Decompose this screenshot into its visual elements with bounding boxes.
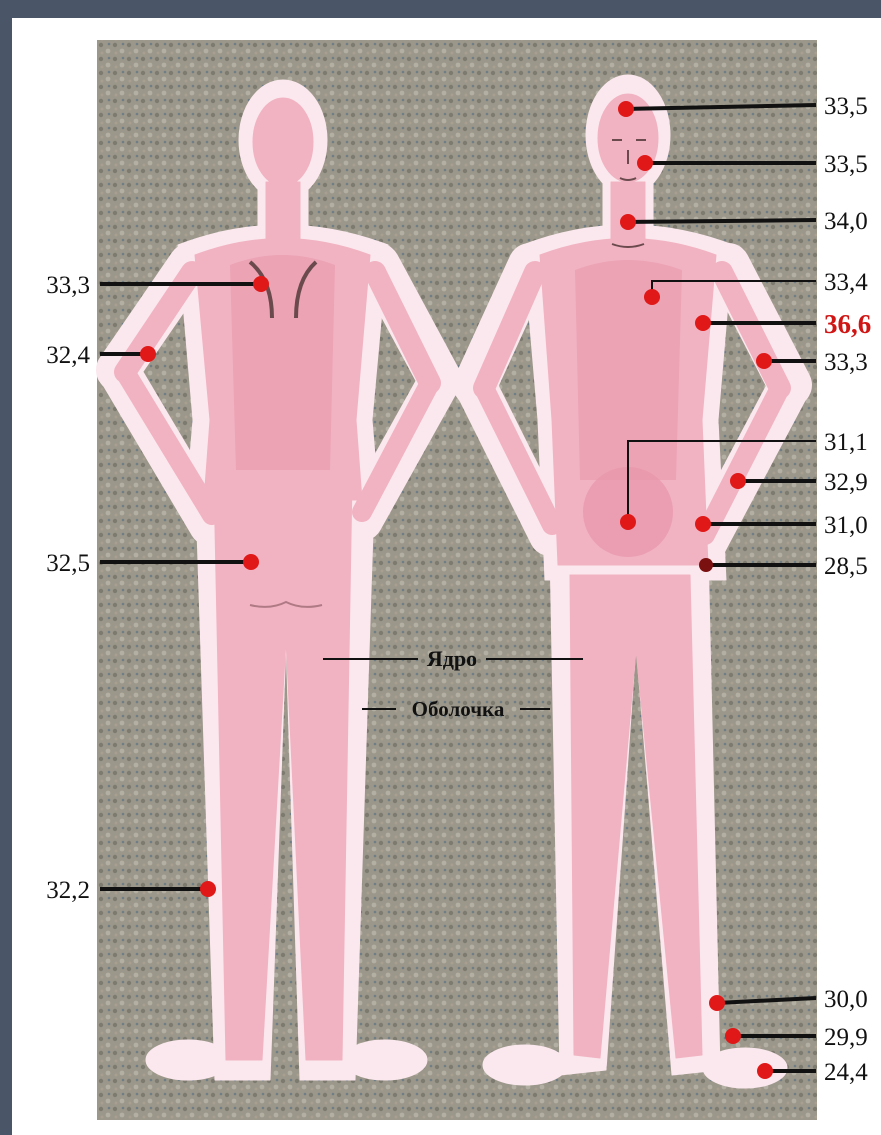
temperature-label: 32,2 [46,877,90,904]
legend-core-label: Ядро [427,646,477,671]
temperature-label: 33,3 [824,349,868,376]
temperature-label: 32,5 [46,550,90,577]
legend-shell-label: Оболочка [412,697,505,721]
temperature-label: 31,0 [824,512,868,539]
temperature-label: 29,9 [824,1024,868,1051]
temperature-label: 33,4 [824,269,868,296]
temperature-label: 32,4 [46,342,90,369]
temperature-label: 31,1 [824,429,868,456]
back-core-region [230,255,335,470]
temperature-label: 33,5 [824,93,868,120]
temperature-label: 28,5 [824,553,868,580]
temperature-label: 33,5 [824,151,868,178]
temperature-label-highlight: 36,6 [824,309,871,339]
temperature-label: 34,0 [824,208,868,235]
temperature-label: 32,9 [824,469,868,496]
temperature-label: 30,0 [824,986,868,1013]
temperature-label: 24,4 [824,1059,868,1086]
temperature-label: 33,3 [46,272,90,299]
